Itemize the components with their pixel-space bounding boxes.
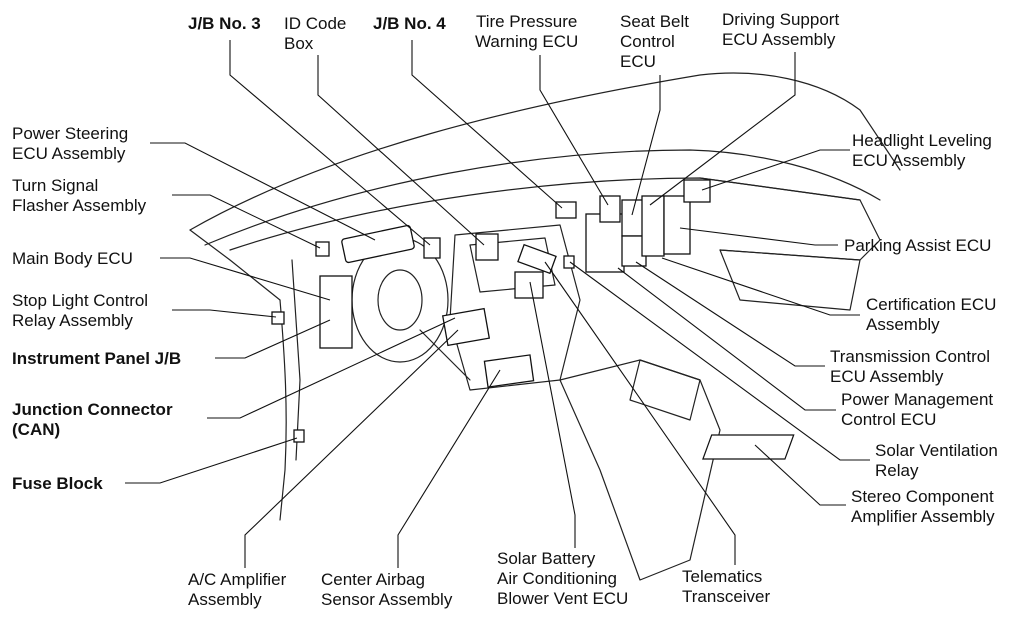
leader-tire-pressure — [539, 55, 609, 206]
main-body-ecu-shape — [319, 275, 353, 349]
label-tire-pressure: Tire Pressure Warning ECU — [475, 12, 579, 51]
label-telematics: Telematics Transceiver — [682, 567, 771, 606]
leader-solar-battery — [529, 281, 576, 548]
a-pillar-left — [189, 229, 281, 301]
solar-ventilation-shape — [563, 255, 575, 269]
dash-top-inner — [229, 177, 861, 251]
leader-stop-light — [172, 309, 277, 318]
label-id-code-box: ID Code Box — [284, 14, 347, 53]
label-jb3: J/B No. 3 — [188, 14, 261, 33]
center-airbag-shape — [483, 354, 535, 388]
solar-battery-shape — [517, 243, 557, 275]
left-door-edge — [279, 299, 287, 521]
leader-seat-belt — [631, 75, 661, 216]
leader-main-body — [160, 257, 331, 301]
center-display — [469, 237, 556, 293]
center-console — [559, 359, 721, 581]
leader-ac-amplifier — [244, 329, 459, 568]
leader-turn-signal — [172, 194, 321, 249]
ecu-cluster-1 — [585, 213, 625, 273]
leader-telematics — [544, 261, 736, 565]
leader-driving-support — [649, 52, 796, 206]
leader-power-management — [617, 267, 836, 411]
glovebox — [719, 249, 861, 311]
label-power-steering: Power Steering ECU Assembly — [12, 124, 129, 163]
label-parking-assist: Parking Assist ECU — [844, 236, 992, 255]
jb3-shape — [423, 237, 441, 259]
headlight-leveling-shape — [683, 179, 711, 203]
label-power-management: Power Management Control ECU — [841, 390, 994, 429]
leader-junction — [207, 317, 456, 419]
ecu-cluster-2 — [599, 195, 621, 223]
power-steering-ecu-shape — [341, 224, 415, 264]
windshield-edge — [189, 72, 901, 231]
label-solar-battery: Solar Battery Air Conditioning Blower Ve… — [497, 549, 629, 608]
leader-transmission — [635, 261, 825, 367]
id-code-box-shape — [475, 233, 499, 261]
jb4-shape — [555, 201, 577, 219]
stop-light-relay-shape — [271, 311, 285, 325]
leader-power-steering — [150, 142, 376, 241]
leader-jb4 — [411, 40, 563, 209]
ac-amplifier-shape — [514, 271, 544, 299]
label-junction-connector: Junction Connector (CAN) — [12, 400, 173, 439]
leader-parking-assist — [679, 227, 838, 246]
label-stereo-amp: Stereo Component Amplifier Assembly — [851, 487, 995, 526]
leader-solar-ventilation — [569, 261, 870, 461]
leader-fuse-block — [125, 437, 298, 484]
leader-id-code — [317, 55, 485, 246]
ecu-cluster-5 — [641, 195, 665, 257]
leader-center-airbag — [397, 369, 501, 568]
label-turn-signal: Turn Signal Flasher Assembly — [12, 176, 147, 215]
label-ac-amplifier: A/C Amplifier Assembly — [188, 570, 287, 609]
steering-hub — [377, 269, 423, 331]
ecu-cluster-6 — [663, 195, 691, 255]
ecu-cluster-3 — [621, 199, 645, 237]
leader-certification — [661, 257, 860, 316]
leader-jb3 — [229, 40, 431, 246]
console-lid — [629, 359, 701, 421]
label-solar-ventilation: Solar Ventilation Relay — [875, 441, 998, 480]
fuse-block-shape — [293, 429, 305, 443]
leader-stereo-amp — [754, 444, 846, 506]
leader-instrument-panel — [215, 319, 331, 359]
label-center-airbag: Center Airbag Sensor Assembly — [321, 570, 453, 609]
label-fuse-block: Fuse Block — [12, 474, 103, 493]
label-main-body: Main Body ECU — [12, 249, 133, 268]
stereo-amp-shape — [702, 434, 795, 460]
turn-signal-flasher-shape — [315, 241, 330, 257]
label-jb4: J/B No. 4 — [373, 14, 446, 33]
label-headlight-leveling: Headlight Leveling ECU Assembly — [852, 131, 992, 170]
leader-headlight — [701, 149, 850, 191]
label-certification: Certification ECU Assembly — [866, 295, 997, 334]
label-stop-light: Stop Light Control Relay Assembly — [12, 291, 149, 330]
junction-connector-shape — [441, 307, 491, 347]
label-transmission: Transmission Control ECU Assembly — [830, 347, 990, 386]
dash-top — [204, 149, 881, 246]
label-seat-belt: Seat Belt Control ECU — [620, 12, 689, 71]
label-instrument-panel-jb: Instrument Panel J/B — [12, 349, 182, 368]
label-driving-support: Driving Support ECU Assembly — [722, 10, 840, 49]
steering-column — [419, 329, 471, 381]
